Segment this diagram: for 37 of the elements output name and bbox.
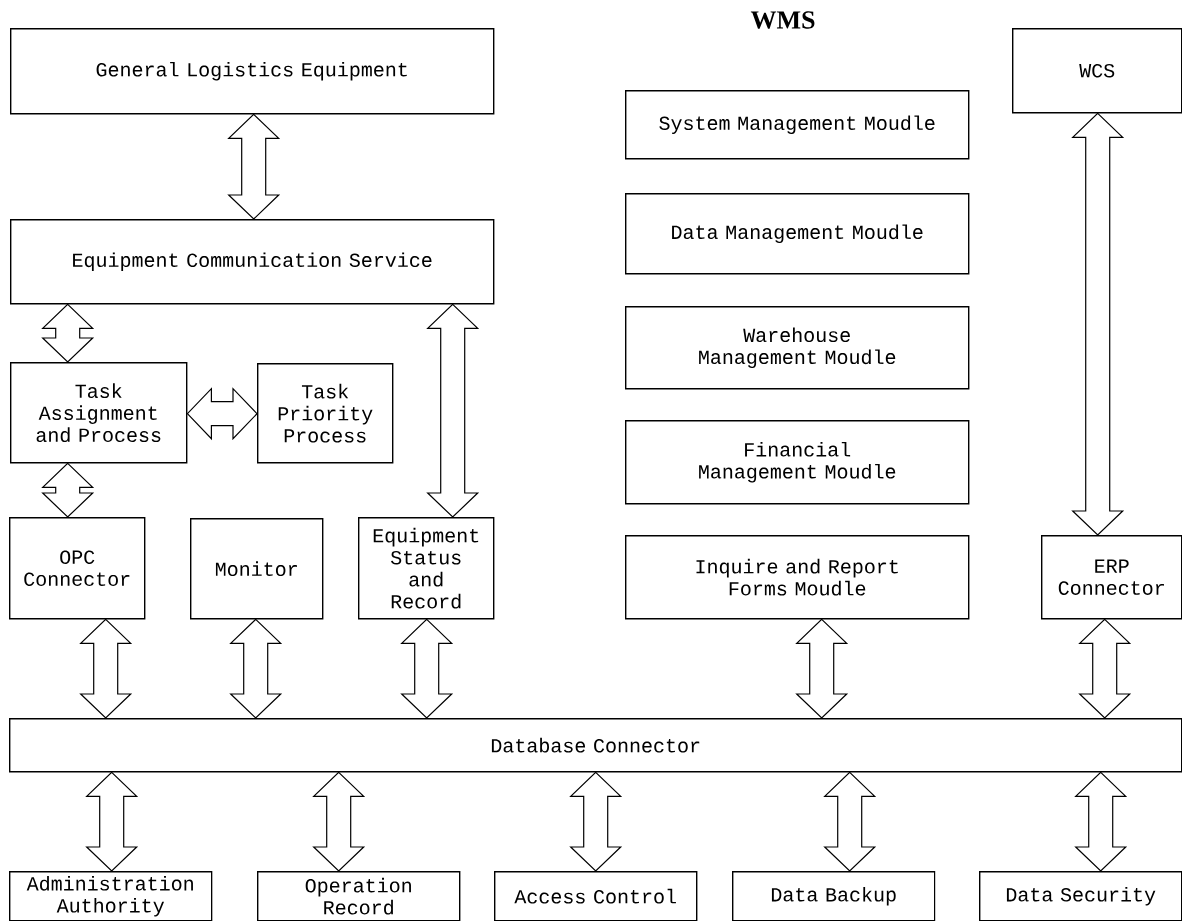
- component-box: Monitor: [190, 518, 324, 620]
- title: WMS: [750, 11, 815, 29]
- component-box: Equipment Communication Service: [10, 219, 495, 305]
- double-block-arrow: [41, 462, 95, 518]
- double-block-arrow: [1078, 618, 1132, 719]
- double-block-arrow: [400, 618, 454, 719]
- double-block-arrow: [1074, 771, 1128, 872]
- double-block-arrow: [186, 387, 258, 441]
- double-block-arrow: [569, 771, 623, 872]
- component-box: ERP Connector: [1041, 535, 1182, 620]
- module-box: Inquire and Report Forms Moudle: [625, 535, 970, 620]
- double-block-arrow: [227, 113, 281, 220]
- component-box: Equipment Status and Record: [358, 517, 495, 620]
- module-box: Data Management Moudle: [625, 193, 970, 275]
- double-block-arrow: [1071, 112, 1125, 536]
- connector-bar: Database Connector: [9, 718, 1182, 773]
- component-box: Data Backup: [732, 871, 936, 921]
- module-box: Warehouse Management Moudle: [625, 306, 970, 390]
- component-box: Operation Record: [257, 871, 461, 921]
- component-box: Task Priority Process: [257, 363, 394, 464]
- double-block-arrow: [795, 618, 849, 719]
- double-block-arrow: [79, 618, 133, 719]
- double-block-arrow: [823, 771, 877, 872]
- double-block-arrow: [426, 303, 480, 518]
- module-box: Financial Management Moudle: [625, 420, 970, 505]
- module-box: System Management Moudle: [625, 90, 970, 160]
- double-block-arrow: [312, 771, 366, 872]
- component-box: OPC Connector: [9, 517, 146, 620]
- double-block-arrow: [41, 303, 95, 363]
- component-box: Administration Authority: [9, 871, 213, 921]
- component-box: WCS: [1012, 28, 1182, 114]
- component-box: Data Security: [979, 871, 1182, 921]
- double-block-arrow: [85, 771, 139, 872]
- component-box: Task Assignment and Process: [10, 362, 188, 464]
- component-box: General Logistics Equipment: [10, 28, 495, 115]
- component-box: Access Control: [494, 871, 698, 921]
- double-block-arrow: [229, 618, 283, 719]
